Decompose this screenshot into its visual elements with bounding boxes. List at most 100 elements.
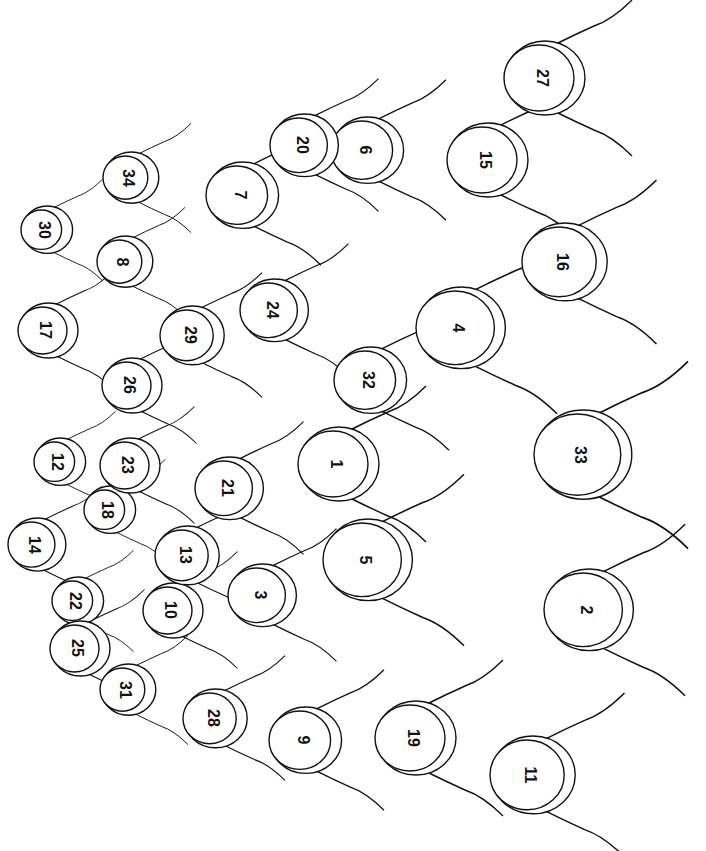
face-outline [504, 45, 574, 111]
face-outline [97, 240, 142, 283]
callout-number: 10 [162, 601, 178, 619]
callout-number: 11 [522, 767, 538, 784]
face-outline [18, 307, 67, 354]
head-outline: 15 [443, 122, 527, 198]
callout-number: 6 [357, 146, 373, 155]
head-outline: 14 [4, 517, 65, 572]
hair-outline [535, 410, 632, 499]
head-outline: 23 [96, 437, 159, 494]
callout-number: 18 [99, 501, 115, 519]
hair-outline [376, 701, 456, 775]
hair-outline [332, 117, 404, 183]
callout-number: 29 [182, 326, 198, 344]
face-outline [298, 431, 368, 497]
hair-outline [271, 114, 338, 177]
head-outline: 21 [191, 456, 262, 521]
head-outline: 20 [266, 113, 337, 178]
face-outline [183, 693, 236, 744]
face-outline [155, 530, 208, 581]
hair-outline [184, 689, 247, 748]
face-outline [534, 414, 621, 495]
face-outline [334, 351, 396, 409]
face-outline [416, 291, 494, 365]
face-outline [84, 490, 125, 529]
callout-number: 5 [357, 556, 373, 565]
callout-number: 17 [37, 321, 53, 339]
head-outline: 34 [99, 151, 158, 204]
shoulder-lines [45, 0, 689, 851]
head-outline: 1 [294, 426, 378, 502]
callout-number: 25 [69, 639, 85, 657]
face-outline [143, 587, 192, 634]
callout-number: 27 [534, 69, 550, 87]
callout-number: 23 [119, 456, 135, 474]
face-outline [100, 442, 149, 489]
face-outline [8, 522, 55, 567]
face-outline [240, 283, 297, 338]
face-outline [447, 127, 517, 193]
head-outline: 28 [179, 688, 246, 749]
hair-outline [98, 236, 153, 287]
callout-number: 13 [177, 546, 193, 564]
hair-outline [299, 427, 379, 501]
hair-outline [270, 707, 342, 773]
callout-number: 2 [578, 606, 594, 615]
hair-outline [22, 206, 73, 253]
callout-number: 12 [49, 453, 65, 471]
head-outline: 16 [518, 222, 606, 302]
face-outline [100, 668, 145, 711]
callout-number: 3 [252, 591, 268, 600]
head-outline: 27 [500, 40, 584, 116]
callout-number: 7 [232, 191, 248, 200]
head-outline: 7 [202, 161, 278, 229]
hair-outline [335, 347, 407, 413]
callout-number: 14 [26, 536, 42, 554]
face-outline [195, 461, 252, 516]
head-outline: 19 [371, 700, 455, 776]
head-outline: 33 [530, 409, 631, 500]
head-outline: 4 [412, 286, 504, 370]
face-outline [160, 310, 213, 361]
head-outline: 29 [156, 305, 223, 366]
hair-outline [144, 583, 203, 638]
hair-outline [523, 223, 607, 301]
hair-outline [207, 162, 279, 228]
face-outline [34, 442, 75, 481]
hair-outline [545, 569, 633, 651]
hair-outline [9, 518, 66, 571]
hair-outline [104, 152, 159, 203]
hair-outline [241, 279, 308, 342]
head-outline: 24 [236, 278, 307, 343]
face-outline [522, 227, 596, 297]
face-outline [103, 156, 148, 199]
head-outline: 22 [48, 576, 103, 625]
callout-number: 16 [554, 253, 570, 271]
hair-outline [156, 526, 219, 585]
head-outline: 9 [265, 706, 341, 774]
hair-outline [229, 564, 296, 627]
callout-number: 28 [205, 709, 221, 727]
hair-outline [101, 438, 160, 493]
callout-number: 30 [36, 221, 52, 239]
face-outline [544, 573, 622, 647]
callout-number: 8 [114, 258, 130, 267]
face-outline [228, 568, 285, 623]
head-outline: 10 [139, 582, 202, 639]
head-outline: 13 [151, 525, 218, 586]
face-outline [50, 625, 99, 672]
face-outline [102, 362, 151, 409]
callout-number: 19 [405, 729, 421, 747]
head-outline: 2 [540, 568, 632, 652]
callout-number: 26 [121, 376, 137, 394]
hair-outline [196, 457, 263, 520]
callout-number: 4 [450, 324, 466, 333]
hair-outline [101, 664, 156, 715]
head-outline: 31 [96, 663, 155, 716]
face-outline [269, 711, 331, 769]
callout-number: 22 [67, 592, 83, 610]
hair-outline [85, 486, 136, 533]
callout-number: 20 [294, 136, 310, 154]
hair-outline [35, 438, 86, 485]
face-outline [52, 581, 93, 620]
hair-outline [19, 303, 78, 358]
